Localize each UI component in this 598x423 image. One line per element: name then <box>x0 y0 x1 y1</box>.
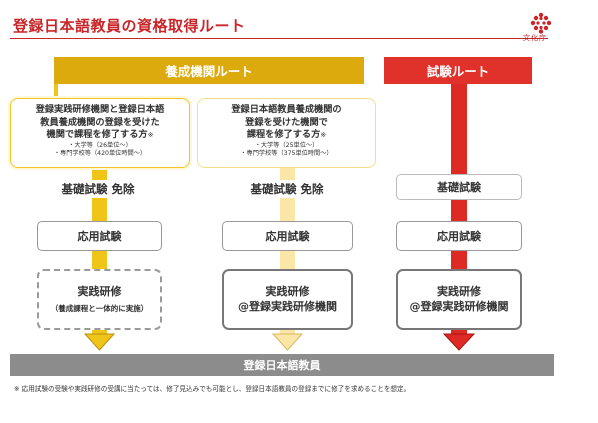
middle-condition-box: 登録日本語教員養成機関の 登録を受けた機関で 課程を修了する方※ ・大学等（25… <box>197 98 376 168</box>
right-kiso-exam-box: 基礎試験 <box>396 174 522 200</box>
left-condition-sub: ・大学等（26単位～） <box>68 142 132 150</box>
right-jissen-place: @登録実践研修機関 <box>409 299 509 313</box>
bunkacho-logo-icon <box>528 12 554 42</box>
left-kiso-exemption: 基礎試験 免除 <box>50 180 146 198</box>
title-divider <box>10 38 548 39</box>
left-jissen-title: 実践研修 <box>77 285 122 299</box>
shiken-route-header: 試験ルート <box>384 57 532 84</box>
right-jissen-box: 実践研修 @登録実践研修機関 <box>396 269 522 330</box>
result-bar: 登録日本語教員 <box>10 354 554 376</box>
middle-jissen-box: 実践研修 @登録実践研修機関 <box>222 269 353 330</box>
yousei-route-header: 養成機関ルート <box>54 57 364 84</box>
middle-condition-sub: ・大学等（25単位～） <box>254 142 319 150</box>
middle-ouyou-exam-box: 応用試験 <box>222 221 353 251</box>
middle-jissen-title: 実践研修 <box>265 285 310 299</box>
note-mark: ※ <box>320 131 327 140</box>
left-condition-line: 教員養成機関の登録を受けた <box>40 116 160 128</box>
middle-condition-sub: ・専門学校等（375単位時間～） <box>240 150 333 158</box>
left-ouyou-exam-box: 応用試験 <box>37 221 162 251</box>
page-title: 登録日本語教員の資格取得ルート <box>13 17 246 35</box>
right-jissen-title: 実践研修 <box>437 285 481 299</box>
footnote: ※ 応用試験の受験や実践研修の受講に当たっては、修了見込みでも可能とし、登録日本… <box>14 385 411 393</box>
middle-kiso-exemption: 基礎試験 免除 <box>239 180 335 198</box>
middle-condition-line: 登録日本語教員養成機関の <box>231 104 342 115</box>
left-condition-line: 機関で課程を修了する方 <box>46 129 148 141</box>
left-jissen-note: （養成課程と一体的に実施） <box>50 303 149 313</box>
middle-condition-line: 登録を受けた機関で <box>245 116 328 128</box>
middle-jissen-place: @登録実践研修機関 <box>238 299 337 313</box>
left-condition-sub: ・専門学校等（420単位時間～） <box>53 150 147 158</box>
left-condition-line: 登録実践研修機関と登録日本語 <box>35 104 165 115</box>
right-ouyou-exam-box: 応用試験 <box>396 221 522 251</box>
middle-condition-line: 課程を修了する方 <box>246 129 321 141</box>
left-condition-box: 登録実践研修機関と登録日本語 教員養成機関の登録を受けた 機関で課程を修了する方… <box>10 98 190 168</box>
left-jissen-box: 実践研修 （養成課程と一体的に実施） <box>37 269 162 330</box>
note-mark: ※ <box>147 131 154 140</box>
logo-text: 文化庁 <box>523 34 547 42</box>
